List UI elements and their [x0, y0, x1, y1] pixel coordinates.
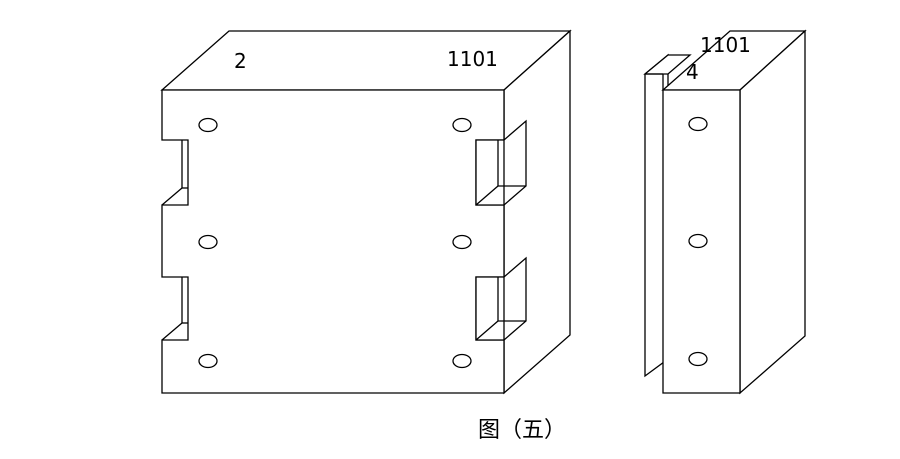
right-hole-top [688, 116, 708, 132]
right-block: 1101 4 [643, 29, 807, 395]
right-hole-bottom [688, 351, 708, 367]
left-notch-lower [161, 277, 188, 341]
figure-caption: 图（五） [478, 418, 566, 443]
left-notch-upper [161, 140, 188, 206]
hole-bottom-right [452, 353, 472, 369]
left-block-code-label: 1101 [447, 47, 498, 71]
hole-bottom-left [198, 353, 218, 369]
left-block-side-face [503, 29, 571, 395]
right-block-side-face [739, 29, 806, 395]
right-block-flange-top [643, 54, 692, 75]
hole-top-right [452, 117, 472, 133]
right-block-number-label: 4 [686, 60, 699, 84]
right-tongue-lower [475, 256, 527, 341]
left-block-top-face [160, 30, 572, 91]
right-block-code-label: 1101 [700, 33, 751, 57]
left-block: 2 1101 [160, 29, 572, 395]
hole-mid-right [452, 234, 472, 250]
right-hole-mid [688, 233, 708, 249]
left-block-number-label: 2 [234, 49, 247, 73]
right-tongue-upper [475, 119, 527, 206]
hole-top-left [198, 117, 218, 133]
hole-mid-left [198, 234, 218, 250]
